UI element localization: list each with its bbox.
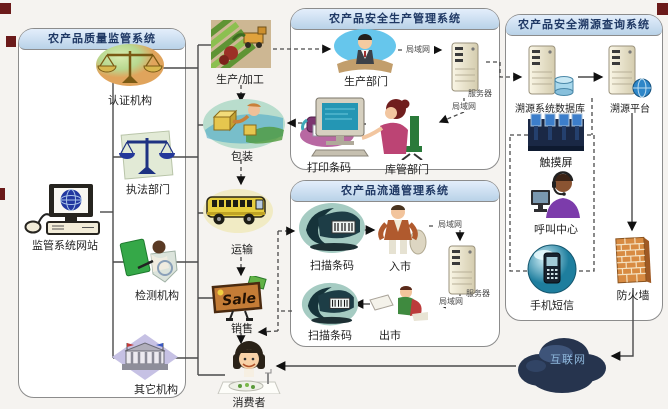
sms-phone-icon [527, 244, 577, 294]
production-processing-photo-icon [211, 20, 271, 68]
warehouse-dept-label: 库管部门 [385, 163, 429, 176]
testing-agency-label: 检测机构 [135, 289, 179, 302]
sale-sign-text: Sale [222, 290, 257, 309]
trace-system-title: 农产品安全溯源查询系统 [506, 15, 662, 36]
firewall-label: 防火墙 [616, 289, 650, 302]
circulation-system-title: 农产品流通管理系统 [291, 181, 499, 202]
touch-screen-label: 触摸屏 [539, 156, 573, 169]
packaging-icon [202, 98, 286, 150]
law-enforcement-label: 执法部门 [126, 183, 170, 196]
certification-scales-icon [94, 42, 166, 90]
supervision-system-box: 农产品质量监管系统 [18, 28, 186, 398]
consumer-icon [216, 340, 282, 394]
other-agency-building-icon [112, 334, 178, 380]
production-dept-label: 生产部门 [344, 75, 388, 88]
trace-platform-label: 溯源平台 [610, 104, 650, 115]
internet-label: 互联网 [550, 353, 586, 366]
warehouse-dept-icon [310, 96, 438, 160]
scan-barcode-in-label: 扫描条码 [310, 259, 354, 272]
scan-barcode-in-icon [298, 202, 366, 256]
scan-artifact-square [0, 188, 5, 200]
firewall-brick-icon [614, 235, 652, 287]
scan-barcode-out-icon [296, 282, 364, 328]
trace-database-label: 溯源系统数据库 [515, 104, 585, 115]
scan-artifact-square [0, 3, 11, 14]
sms-label: 手机短信 [530, 299, 574, 312]
supervision-website-label: 监管系统网站 [32, 239, 98, 252]
trace-database-server-icon [524, 44, 576, 100]
server-label: 服务器 [466, 289, 490, 298]
supervision-website-computer-icon [24, 184, 104, 236]
server-label: 服务器 [468, 89, 492, 98]
enter-market-person-icon [373, 202, 427, 256]
law-enforcement-scales-icon [118, 130, 176, 180]
sales-label: 销售 [231, 322, 253, 335]
production-dept-icon [333, 28, 397, 74]
enter-market-label: 入市 [389, 260, 411, 273]
consumer-label: 消费者 [232, 396, 266, 409]
internet-cloud-icon [512, 328, 610, 398]
call-center-agent-icon [530, 170, 582, 218]
scan-barcode-out-label: 扫描条码 [308, 329, 352, 342]
production-processing-label: 生产/加工 [216, 73, 264, 86]
sale-sign-icon: Sale [211, 276, 269, 322]
exit-market-label: 出市 [379, 329, 401, 342]
transport-bus-icon [202, 188, 274, 234]
trace-platform-server-icon [604, 44, 652, 100]
lan-label: 局域网 [434, 219, 466, 230]
call-center-label: 呼叫中心 [534, 223, 578, 236]
lan-label: 局域网 [402, 44, 434, 55]
lan-label: 局域网 [448, 101, 480, 112]
supervision-system-title: 农产品质量监管系统 [19, 29, 185, 50]
scan-artifact-square [6, 36, 16, 47]
other-agency-label: 其它机构 [134, 383, 178, 396]
print-barcode-label: 打印条码 [307, 161, 351, 174]
certification-label: 认证机构 [108, 94, 152, 107]
transport-label: 运输 [231, 243, 253, 256]
scan-artifact-square [657, 3, 668, 15]
testing-agency-icon [118, 238, 182, 286]
lan-label: 局域网 [435, 296, 467, 307]
exit-market-person-icon [368, 284, 430, 324]
touch-screen-kiosks-icon [528, 113, 584, 153]
production-system-title: 农产品安全生产管理系统 [291, 9, 499, 30]
packaging-label: 包装 [231, 150, 253, 163]
